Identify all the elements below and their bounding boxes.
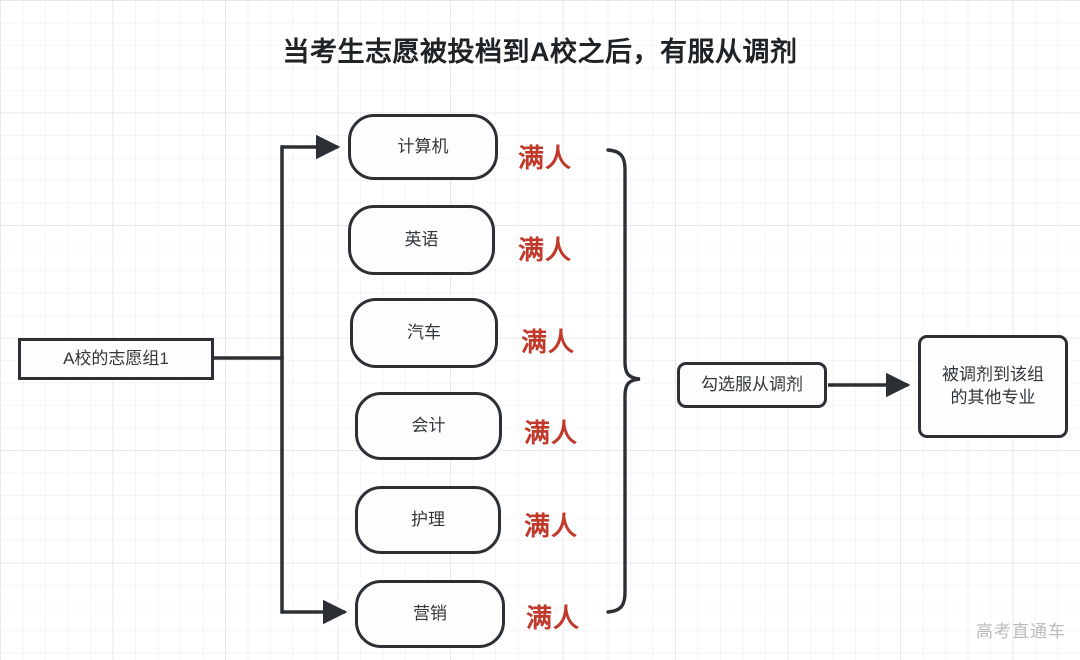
node-decision-accept-transfer[interactable]: 勾选服从调剂 [677, 362, 827, 408]
status-major-marketing: 满人 [526, 603, 581, 633]
node-source-group[interactable]: A校的志愿组1 [18, 338, 214, 380]
status-major-automobile: 满人 [521, 327, 576, 357]
node-major-computer[interactable]: 计算机 [348, 114, 498, 180]
node-major-english[interactable]: 英语 [348, 205, 495, 275]
watermark: 高考直通车 [976, 622, 1066, 641]
node-major-computer-label: 计算机 [397, 136, 449, 156]
page-title: 当考生志愿被投档到A校之后，有服从调剂 [282, 37, 798, 67]
node-source-group-label: A校的志愿组1 [63, 348, 169, 368]
node-outcome-line-2: 的其他专业 [950, 387, 1036, 407]
node-major-automobile[interactable]: 汽车 [350, 298, 498, 368]
node-major-nursing-label: 护理 [411, 509, 445, 529]
status-major-nursing: 满人 [524, 511, 579, 541]
node-major-marketing[interactable]: 营销 [355, 580, 505, 648]
curly-brace [606, 148, 641, 614]
node-major-accounting-label: 会计 [411, 415, 446, 435]
status-major-accounting: 满人 [524, 418, 579, 448]
node-major-marketing-label: 营销 [413, 603, 447, 623]
status-major-computer: 满人 [518, 143, 573, 173]
node-major-english-label: 英语 [404, 229, 439, 249]
node-major-nursing[interactable]: 护理 [355, 486, 501, 554]
node-major-accounting[interactable]: 会计 [355, 392, 502, 460]
node-decision-accept-transfer-label: 勾选服从调剂 [701, 374, 803, 394]
status-major-english: 满人 [518, 235, 573, 265]
node-major-automobile-label: 汽车 [407, 322, 441, 342]
node-outcome-line-1: 被调剂到该组 [942, 364, 1044, 384]
node-outcome-transferred[interactable]: 被调剂到该组 的其他专业 [918, 335, 1068, 438]
